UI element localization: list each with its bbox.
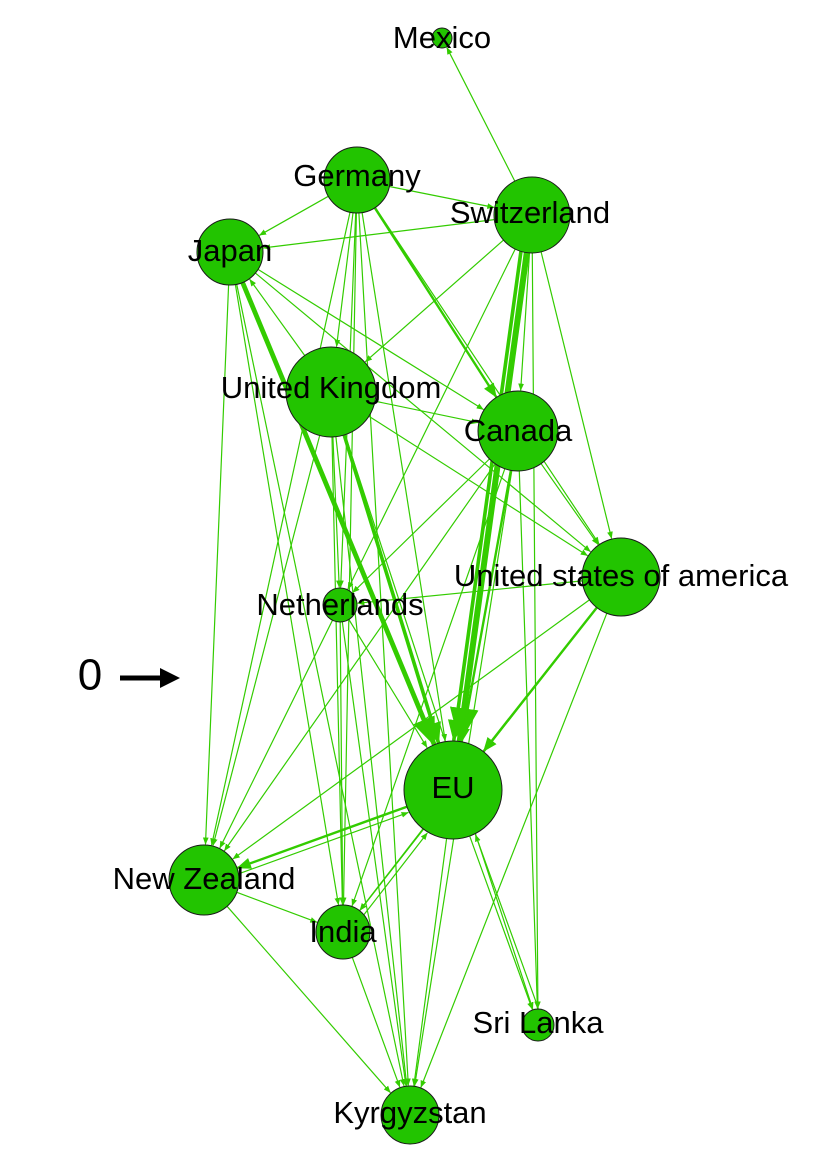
node-srilanka[interactable]: Sri Lanka bbox=[473, 1005, 605, 1042]
edge-india-to-eu bbox=[363, 832, 428, 915]
edge-india-to-kyrgyzstan bbox=[351, 956, 401, 1088]
edge-eu-to-india bbox=[359, 828, 424, 911]
edge-switzerland-to-eu bbox=[447, 250, 523, 742]
node-circle-srilanka[interactable] bbox=[521, 1008, 555, 1042]
node-mexico[interactable]: Mexico bbox=[393, 20, 491, 55]
node-switzerland[interactable]: Switzerland bbox=[450, 176, 610, 254]
edge-germany-to-canada bbox=[373, 206, 498, 398]
edge-netherlands-to-india bbox=[339, 621, 346, 905]
edge-canada-to-netherlands bbox=[352, 458, 490, 594]
node-circle-eu[interactable] bbox=[403, 740, 503, 840]
edge-nz-to-india bbox=[236, 891, 318, 923]
edge-usa-to-netherlands bbox=[357, 580, 583, 606]
edge-nz-to-eu bbox=[238, 811, 409, 875]
edge-switzerland-to-srilanka bbox=[531, 252, 541, 1009]
node-label-india: India bbox=[309, 914, 377, 949]
node-label-uk: United Kingdom bbox=[221, 370, 442, 405]
edge-switzerland-to-uk bbox=[364, 239, 505, 363]
edge-switzerland-to-mexico bbox=[446, 47, 516, 182]
node-kyrgyzstan[interactable]: Kyrgyzstan bbox=[333, 1085, 487, 1145]
edge-uk-to-nz bbox=[211, 434, 321, 846]
node-label-japan: Japan bbox=[188, 233, 272, 268]
node-circle-nz[interactable] bbox=[168, 844, 240, 916]
node-circle-uk[interactable] bbox=[285, 346, 377, 438]
edge-germany-to-india bbox=[340, 212, 357, 905]
edge-weight-legend: 0 bbox=[78, 651, 180, 700]
edge-germany-to-switzerland bbox=[388, 185, 495, 209]
node-label-nz: New Zealand bbox=[113, 861, 296, 896]
node-label-germany: Germany bbox=[293, 158, 421, 193]
node-eu[interactable]: EU bbox=[403, 740, 503, 840]
node-canada[interactable]: Canada bbox=[464, 390, 573, 472]
edge-uk-to-srilanka bbox=[344, 434, 534, 1010]
edge-uk-to-kyrgyzstan bbox=[335, 436, 409, 1086]
node-label-usa: United states of america bbox=[454, 558, 789, 593]
edge-usa-to-kyrgyzstan bbox=[420, 612, 608, 1088]
node-label-mexico: Mexico bbox=[393, 20, 491, 55]
edge-japan-to-nz bbox=[202, 284, 230, 845]
edge-uk-to-usa bbox=[368, 415, 588, 557]
edge-japan-to-canada bbox=[257, 268, 484, 410]
edge-japan-to-kyrgyzstan bbox=[236, 283, 406, 1087]
edge-srilanka-to-eu bbox=[475, 834, 539, 1009]
edge-usa-to-nz bbox=[232, 599, 591, 860]
edge-switzerland-to-japan bbox=[262, 219, 495, 250]
edge-japan-to-india bbox=[234, 284, 341, 906]
node-circle-india[interactable] bbox=[315, 904, 371, 960]
edge-netherlands-to-nz bbox=[219, 619, 334, 849]
edge-germany-to-nz bbox=[210, 211, 351, 846]
edge-japan-to-usa bbox=[254, 272, 591, 553]
node-germany[interactable]: Germany bbox=[293, 146, 421, 214]
node-label-switzerland: Switzerland bbox=[450, 195, 610, 230]
node-circle-usa[interactable] bbox=[581, 537, 661, 617]
node-label-netherlands: Netherlands bbox=[256, 587, 423, 622]
node-label-kyrgyzstan: Kyrgyzstan bbox=[333, 1095, 486, 1130]
node-circle-japan[interactable] bbox=[196, 218, 264, 286]
arrow-right-icon bbox=[120, 668, 180, 688]
edge-uk-to-eu bbox=[342, 433, 441, 745]
node-circle-switzerland[interactable] bbox=[493, 176, 571, 254]
edge-netherlands-to-kyrgyzstan bbox=[341, 621, 408, 1087]
edge-canada-to-eu bbox=[458, 469, 513, 743]
node-netherlands[interactable]: Netherlands bbox=[256, 587, 424, 623]
node-nz[interactable]: New Zealand bbox=[113, 844, 296, 916]
edge-switzerland-to-canada bbox=[518, 252, 531, 391]
edge-netherlands-to-eu bbox=[348, 618, 428, 748]
edge-nz-to-kyrgyzstan bbox=[226, 905, 391, 1094]
node-japan[interactable]: Japan bbox=[188, 218, 272, 286]
node-uk[interactable]: United Kingdom bbox=[221, 346, 442, 438]
node-circle-canada[interactable] bbox=[477, 390, 559, 472]
edge-uk-to-netherlands bbox=[332, 436, 342, 588]
edge-germany-to-usa bbox=[374, 206, 600, 545]
node-circle-mexico[interactable] bbox=[431, 27, 453, 49]
edge-switzerland-to-usa bbox=[540, 251, 613, 539]
edge-eu-to-nz bbox=[236, 805, 409, 869]
edges-layer bbox=[202, 47, 613, 1094]
edge-canada-to-usa bbox=[540, 463, 599, 545]
node-label-eu: EU bbox=[431, 770, 474, 805]
node-india[interactable]: India bbox=[309, 904, 377, 960]
edge-canada-to-srilanka bbox=[518, 470, 541, 1009]
node-usa[interactable]: United states of america bbox=[454, 537, 789, 617]
edge-switzerland-to-eu bbox=[449, 249, 530, 745]
edge-germany-to-japan bbox=[258, 195, 329, 236]
node-circle-germany[interactable] bbox=[323, 146, 391, 214]
node-circle-kyrgyzstan[interactable] bbox=[380, 1085, 440, 1145]
edge-japan-to-eu bbox=[240, 280, 437, 747]
edge-canada-to-nz bbox=[224, 463, 496, 852]
node-label-canada: Canada bbox=[464, 413, 573, 448]
node-circle-netherlands[interactable] bbox=[322, 587, 358, 623]
edge-eu-to-kyrgyzstan bbox=[411, 837, 448, 1087]
edge-uk-to-india bbox=[331, 436, 346, 905]
edge-eu-to-srilanka bbox=[469, 835, 533, 1010]
edge-uk-to-japan bbox=[249, 279, 306, 357]
edge-germany-to-uk bbox=[334, 212, 354, 348]
legend-value: 0 bbox=[78, 651, 102, 700]
edge-canada-to-india bbox=[351, 468, 506, 907]
node-label-srilanka: Sri Lanka bbox=[473, 1005, 605, 1040]
edge-uk-to-canada bbox=[374, 400, 479, 425]
